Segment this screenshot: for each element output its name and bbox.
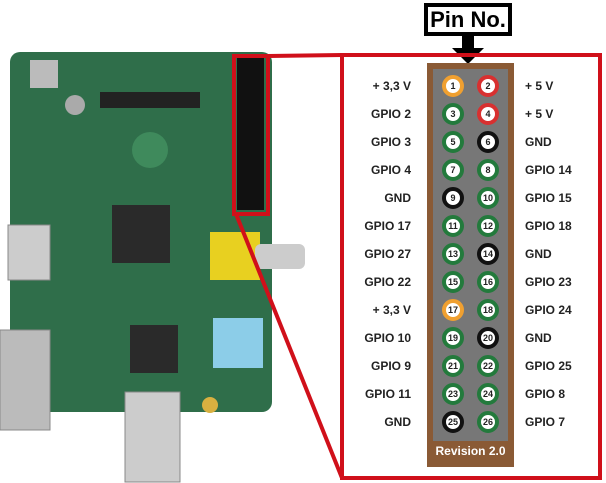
pin-13: 13 — [442, 243, 464, 265]
pin-18: 18 — [477, 299, 499, 321]
pin-label-16: GPIO 23 — [525, 275, 572, 289]
pin-17: 17 — [442, 299, 464, 321]
pin-9: 9 — [442, 187, 464, 209]
pin-6: 6 — [477, 131, 499, 153]
gpio-callout-box — [340, 53, 602, 480]
pin-15: 15 — [442, 271, 464, 293]
pin-label-25: GND — [384, 415, 411, 429]
pin-22: 22 — [477, 355, 499, 377]
pin-label-2: + 5 V — [525, 79, 554, 93]
pin-label-6: GND — [525, 135, 552, 149]
pin-21: 21 — [442, 355, 464, 377]
pin-7: 7 — [442, 159, 464, 181]
pin-8: 8 — [477, 159, 499, 181]
pin-20: 20 — [477, 327, 499, 349]
pin-24: 24 — [477, 383, 499, 405]
pin-label-26: GPIO 7 — [525, 415, 566, 429]
pin-12: 12 — [477, 215, 499, 237]
pin-label-5: GPIO 3 — [370, 135, 411, 149]
pin-number-label: Pin No. — [424, 3, 512, 36]
pin-label-11: GPIO 17 — [364, 219, 411, 233]
pin-11: 11 — [442, 215, 464, 237]
pin-label-19: GPIO 10 — [364, 331, 411, 345]
pin-label-9: GND — [384, 191, 411, 205]
pin-5: 5 — [442, 131, 464, 153]
pin-label-14: GND — [525, 247, 552, 261]
pin-label-23: GPIO 11 — [364, 387, 411, 401]
pin-label-15: GPIO 22 — [364, 275, 411, 289]
pin-2: 2 — [477, 75, 499, 97]
pin-10: 10 — [477, 187, 499, 209]
pin-26: 26 — [477, 411, 499, 433]
pin-label-20: GND — [525, 331, 552, 345]
pin-label-17: + 3,3 V — [372, 303, 411, 317]
pin-label-10: GPIO 15 — [525, 191, 572, 205]
pin-label-7: GPIO 4 — [370, 163, 411, 177]
pin-label-8: GPIO 14 — [525, 163, 572, 177]
pin-label-12: GPIO 18 — [525, 219, 572, 233]
pin-label-3: GPIO 2 — [370, 107, 411, 121]
pin-14: 14 — [477, 243, 499, 265]
pin-23: 23 — [442, 383, 464, 405]
pin-label-18: GPIO 24 — [525, 303, 572, 317]
raspberry-pi-board-photo — [0, 52, 305, 483]
pin-label-24: GPIO 8 — [525, 387, 566, 401]
pin-1: 1 — [442, 75, 464, 97]
pin-label-1: + 3,3 V — [372, 79, 411, 93]
pin-label-22: GPIO 25 — [525, 359, 572, 373]
pin-16: 16 — [477, 271, 499, 293]
pin-3: 3 — [442, 103, 464, 125]
pin-19: 19 — [442, 327, 464, 349]
pin-25: 25 — [442, 411, 464, 433]
pin-label-13: GPIO 27 — [364, 247, 411, 261]
pin-4: 4 — [477, 103, 499, 125]
pin-label-4: + 5 V — [525, 107, 554, 121]
revision-label: Revision 2.0 — [435, 444, 506, 458]
pin-label-21: GPIO 9 — [370, 359, 411, 373]
